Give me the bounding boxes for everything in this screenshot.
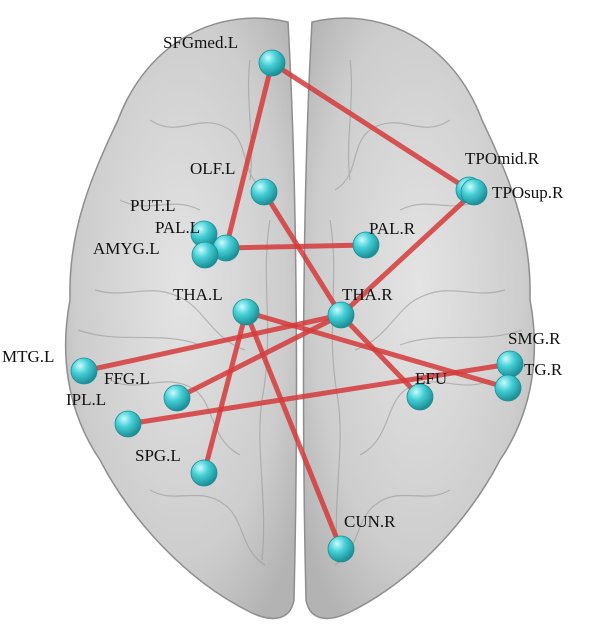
- edge-olf-l-tha-r: [261, 189, 344, 318]
- label-mtg-l: MTG.L: [2, 347, 54, 366]
- node-spg-l: [190, 459, 218, 487]
- label-put-l: PUT.L: [130, 196, 176, 215]
- edge-ipl-l-smg-r: [125, 361, 513, 427]
- edge-sfgmed-l-tpomid-r: [269, 60, 472, 193]
- node-sfgmed-l: [258, 49, 286, 77]
- label-tha-l: THA.L: [173, 285, 223, 304]
- node-cun-r: [327, 535, 355, 563]
- edge-tposup-r-tha-r: [338, 189, 477, 318]
- label-pal-r: PAL.R: [369, 219, 416, 238]
- label-ffg-l: FFG.L: [104, 369, 150, 388]
- edge-tha-r-efu: [338, 312, 423, 400]
- node-ipl-l: [114, 410, 142, 438]
- label-amyg-l: AMYG.L: [93, 239, 160, 258]
- node-tha-l: [232, 298, 260, 326]
- label-tposup-r: TPOsup.R: [492, 183, 564, 202]
- right-hemisphere: [302, 17, 536, 620]
- node-olf-l: [250, 178, 278, 206]
- label-ipl-l: IPL.L: [66, 390, 106, 409]
- node-smg-r: [496, 350, 524, 378]
- label-tg-r: TG.R: [524, 360, 563, 379]
- label-olf-l: OLF.L: [190, 159, 235, 178]
- node-tha-r: [327, 301, 355, 329]
- node-ffg-l: [163, 384, 191, 412]
- label-tha-r: THA.R: [342, 285, 393, 304]
- edge-tha-r-ffg-l: [174, 312, 344, 401]
- label-efu: EFU: [415, 369, 447, 388]
- node-pal-r: [352, 231, 380, 259]
- edge-sfgmed-l-pal-l: [223, 60, 275, 251]
- node-mtg-l: [70, 357, 98, 385]
- connection-edges: [81, 60, 513, 552]
- label-pal-l: PAL.L: [155, 218, 200, 237]
- brain-hemispheres: [64, 17, 536, 620]
- left-hemisphere: [64, 17, 298, 620]
- region-nodes: [70, 49, 524, 563]
- label-tpomid-r: TPOmid.R: [465, 149, 540, 168]
- label-cun-r: CUN.R: [344, 512, 396, 531]
- edge-tha-l-spg-l: [201, 309, 249, 476]
- label-sfgmed-l: SFGmed.L: [163, 33, 238, 52]
- edge-pal-l-pal-r: [223, 242, 369, 251]
- edge-tha-l-tg-r: [243, 309, 511, 391]
- node-efu: [406, 383, 434, 411]
- label-smg-r: SMG.R: [508, 329, 561, 348]
- region-labels: SFGmed.L OLF.L PUT.L PAL.L AMYG.L TPOmid…: [2, 33, 564, 531]
- node-tposup-r: [460, 178, 488, 206]
- edge-tha-l-cun-r: [243, 309, 344, 552]
- label-spg-l: SPG.L: [135, 446, 181, 465]
- node-amyg-l: [191, 241, 219, 269]
- node-tg-r: [494, 374, 522, 402]
- edge-tha-r-mtg-l: [81, 312, 344, 374]
